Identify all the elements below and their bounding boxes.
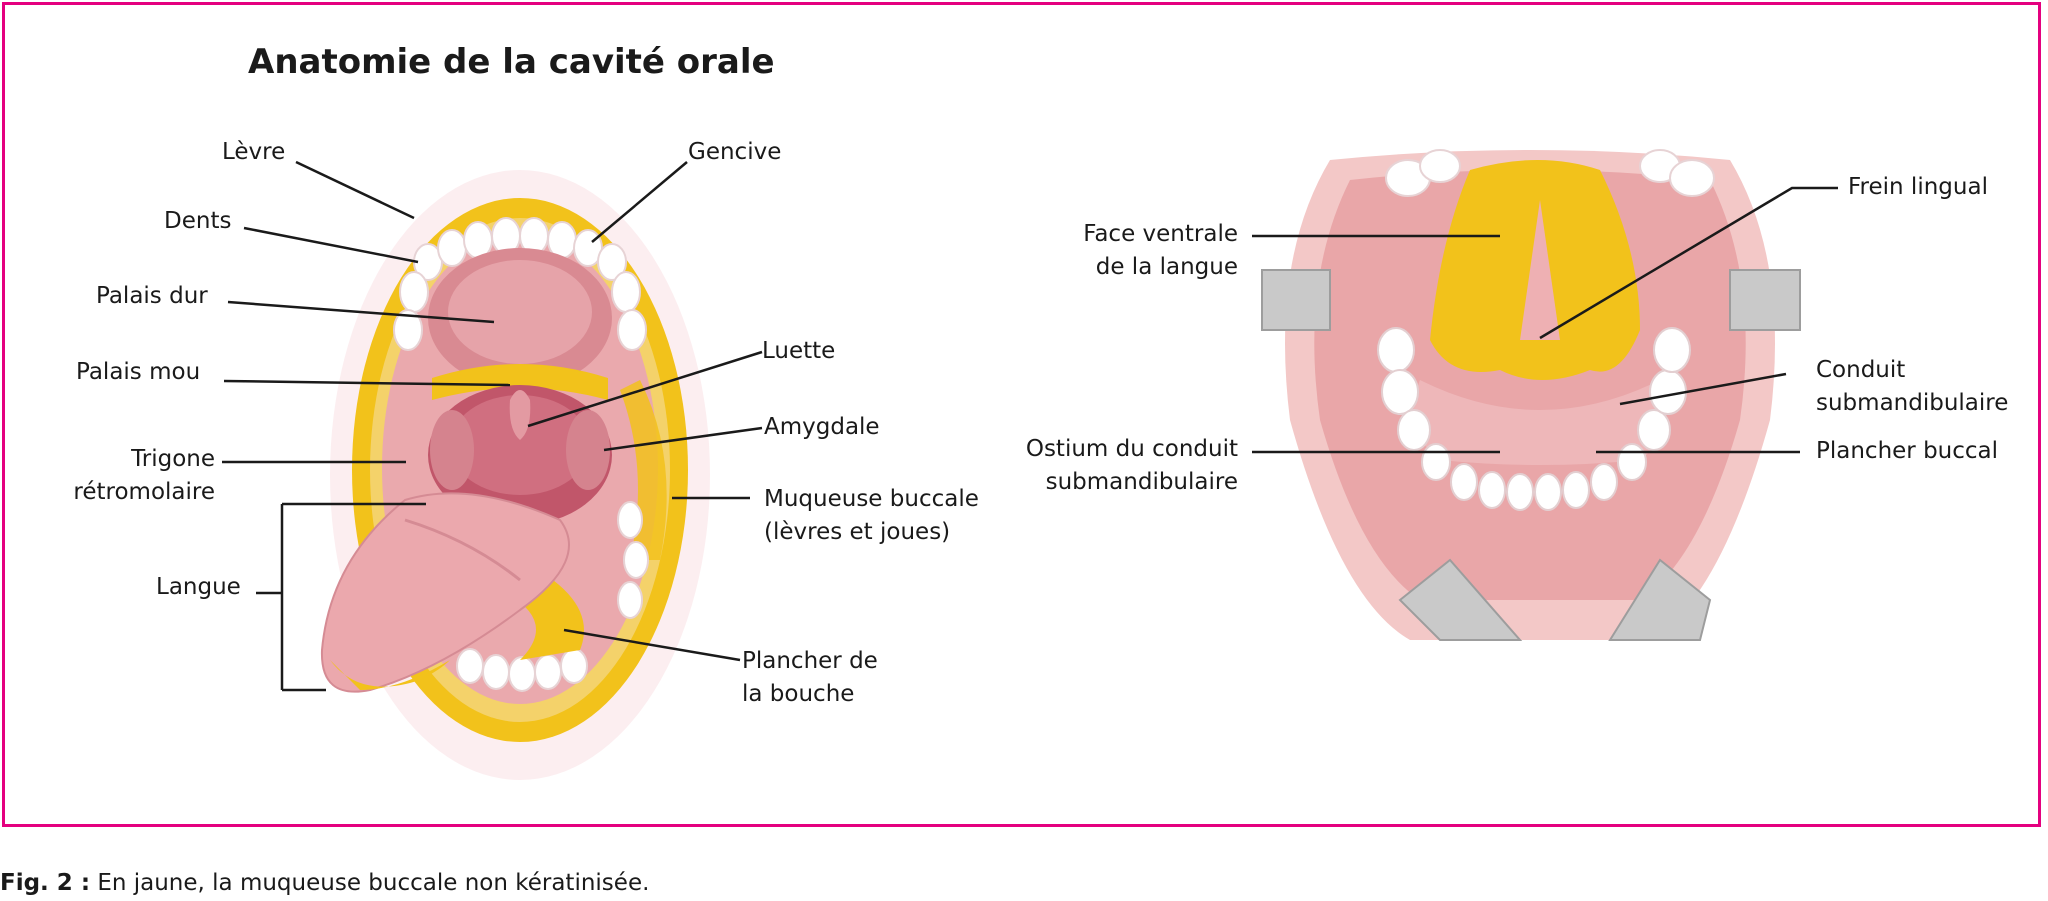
retractors	[1261, 269, 1801, 641]
label-plancher-de-la-bouche: Plancher de la bouche	[742, 645, 878, 711]
uvula	[509, 390, 531, 440]
label-face-ventrale-line-1: Face ventrale	[1083, 221, 1238, 247]
label-gencive: Gencive	[688, 139, 782, 165]
label-ostium-line-1: Ostium du conduit	[1025, 436, 1238, 462]
label-trigone-line-1: Trigone	[131, 446, 215, 472]
label-palais-mou: Palais mou	[76, 359, 201, 385]
tonsil-left	[430, 410, 474, 490]
label-muqueuse-buccale: Muqueuse buccale (lèvres et joues)	[764, 483, 979, 549]
label-ostium-line-2: submandibulaire	[1045, 469, 1238, 495]
label-luette: Luette	[762, 338, 836, 364]
tongue-underside-mucosa	[330, 660, 450, 690]
label-langue: Langue	[156, 574, 241, 600]
label-face-ventrale: Face ventrale de la langue	[1010, 218, 1238, 284]
tonsil-right	[566, 410, 610, 490]
tongue	[321, 493, 569, 692]
label-dents: Dents	[164, 208, 232, 234]
soft-palate-mucosa	[432, 364, 608, 400]
label-conduit-line-1: Conduit	[1816, 357, 1906, 383]
caption-text: En jaune, la muqueuse buccale non kérati…	[90, 870, 650, 896]
label-plancher-line-2: la bouche	[742, 681, 855, 707]
label-frein-lingual: Frein lingual	[1848, 174, 1988, 200]
open-mouth-illustration	[320, 170, 710, 780]
label-levre: Lèvre	[222, 139, 286, 165]
label-plancher-line-1: Plancher de	[742, 648, 878, 674]
label-muqueuse-line-2: (lèvres et joues)	[764, 519, 951, 545]
label-conduit-submandibulaire: Conduit submandibulaire	[1816, 354, 2008, 420]
lower-teeth-arch	[1377, 327, 1691, 511]
label-palais-dur: Palais dur	[96, 283, 208, 309]
label-face-ventrale-line-2: de la langue	[1095, 254, 1238, 280]
tongue-raised-illustration	[1261, 149, 1801, 641]
label-plancher-buccal: Plancher buccal	[1816, 438, 1999, 464]
label-ostium: Ostium du conduit submandibulaire	[990, 433, 1238, 499]
lingual-frenulum	[1520, 200, 1560, 340]
left-leader-lines	[222, 160, 763, 692]
floor-of-mouth	[1413, 380, 1667, 465]
cheek-mucosa	[620, 380, 667, 560]
label-trigone-retromolaire: Trigone rétromolaire	[40, 443, 215, 509]
label-amygdale: Amygdale	[764, 414, 880, 440]
right-leader-lines	[1252, 186, 1838, 454]
figure-frame	[2, 2, 2041, 827]
label-trigone-line-2: rétromolaire	[73, 479, 215, 505]
figure-title: Anatomie de la cavité orale	[248, 42, 775, 82]
label-conduit-line-2: submandibulaire	[1816, 390, 2009, 416]
lower-teeth	[456, 501, 649, 692]
label-muqueuse-line-1: Muqueuse buccale	[764, 486, 979, 512]
figure-caption: Fig. 2 : En jaune, la muqueuse buccale n…	[0, 870, 649, 896]
caption-prefix: Fig. 2 :	[0, 870, 91, 896]
